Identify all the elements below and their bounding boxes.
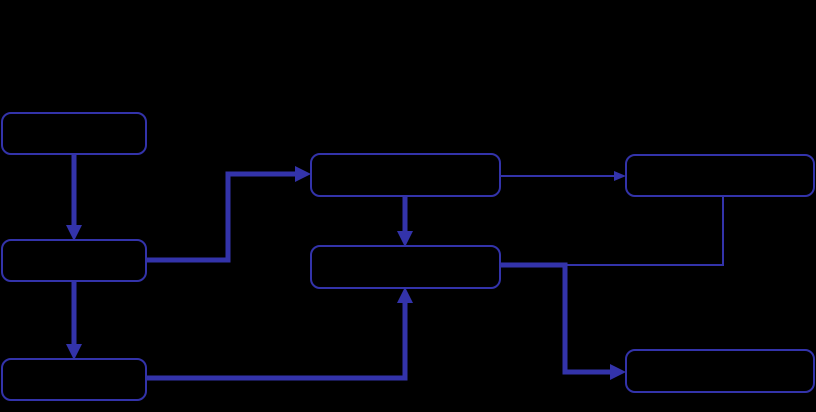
node-c[interactable] — [1, 358, 147, 401]
edge-d-to-e — [397, 196, 413, 247]
edge-d-to-f-arrowhead — [614, 171, 626, 181]
edge-b-to-c-arrowhead — [66, 344, 82, 360]
node-layer — [1, 112, 815, 401]
node-a-shape[interactable] — [1, 112, 147, 155]
edge-e-to-f-line — [501, 197, 724, 266]
edge-c-to-e-arrowhead — [397, 287, 413, 303]
node-f[interactable] — [625, 154, 815, 197]
edge-b-to-d-arrowhead — [295, 166, 311, 182]
edge-b-to-d — [146, 166, 311, 263]
edge-c-to-e — [146, 287, 413, 381]
node-b[interactable] — [1, 239, 147, 282]
node-c-shape[interactable] — [1, 358, 147, 401]
node-e-shape[interactable] — [310, 245, 501, 289]
edge-b-to-d-line — [146, 171, 302, 263]
node-f-shape[interactable] — [625, 154, 815, 197]
edge-e-to-f — [501, 197, 724, 266]
edge-a-to-b-arrowhead — [66, 225, 82, 241]
node-d[interactable] — [310, 153, 501, 197]
node-g-shape[interactable] — [625, 349, 815, 393]
node-d-shape[interactable] — [310, 153, 501, 197]
node-g[interactable] — [625, 349, 815, 393]
node-b-shape[interactable] — [1, 239, 147, 282]
edge-e-to-g-line — [501, 262, 616, 375]
edge-layer — [66, 154, 724, 381]
edge-d-to-e-arrowhead — [397, 231, 413, 247]
edge-c-to-e-line — [146, 296, 408, 381]
node-a[interactable] — [1, 112, 147, 155]
edge-e-to-g — [501, 262, 626, 380]
edge-a-to-b — [66, 154, 82, 241]
node-e[interactable] — [310, 245, 501, 289]
edge-d-to-f — [501, 171, 626, 181]
edge-e-to-g-arrowhead — [610, 364, 626, 380]
edge-b-to-c — [66, 281, 82, 360]
